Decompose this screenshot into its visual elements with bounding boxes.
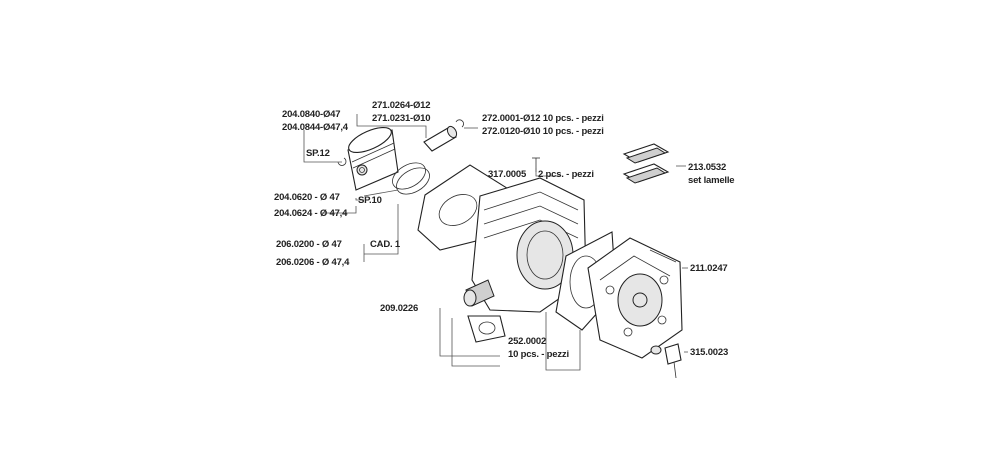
- label-cad1: CAD. 1: [370, 239, 401, 250]
- piston-clip-left: [337, 157, 347, 166]
- piston-pin: [423, 125, 458, 152]
- label-reed-set: set lamelle: [688, 175, 734, 186]
- leader-lines: [303, 114, 688, 371]
- label-reed: 213.0532: [688, 162, 726, 173]
- label-pin-10: 271.0231-Ø10: [372, 113, 430, 124]
- cylinder: [463, 177, 587, 313]
- label-head: 211.0247: [690, 263, 728, 274]
- label-clip-12: 272.0001-Ø12 10 pcs. - pezzi: [482, 113, 604, 124]
- label-ring-474: 204.0624 - Ø 47,4: [274, 208, 348, 219]
- label-gasket-47: 206.0200 - Ø 47: [276, 239, 342, 250]
- cylinder-head: [587, 237, 683, 359]
- part-labels: 204.0840-Ø47 204.0844-Ø47,4 SP.12 271.02…: [274, 100, 735, 360]
- label-gasket-474: 206.0206 - Ø 47,4: [276, 257, 350, 268]
- label-intake-gasket: 252.0002: [508, 336, 546, 347]
- label-clip-10: 272.0120-Ø10 10 pcs. - pezzi: [482, 126, 604, 137]
- base-gasket: [417, 164, 511, 251]
- label-piston-474: 204.0844-Ø47,4: [282, 122, 349, 133]
- label-piston-47: 204.0840-Ø47: [282, 109, 340, 120]
- pin-clips: [455, 119, 464, 128]
- label-cylinder: 209.0226: [380, 303, 418, 314]
- label-sp10: SP.10: [358, 195, 382, 206]
- label-sp12: SP.12: [306, 148, 330, 159]
- intake-gasket: [467, 315, 506, 343]
- piston: [347, 126, 399, 191]
- label-ring-47: 204.0620 - Ø 47: [274, 192, 340, 203]
- head-screw: [650, 343, 682, 379]
- reed-set: [622, 143, 670, 184]
- label-intake-gasket-qty: 10 pcs. - pezzi: [508, 349, 569, 360]
- label-screw: 315.0023: [690, 347, 728, 358]
- label-stud-qty: 2 pcs. - pezzi: [538, 169, 594, 180]
- label-pin-12: 271.0264-Ø12: [372, 100, 430, 111]
- label-stud: 317.0005: [488, 169, 527, 180]
